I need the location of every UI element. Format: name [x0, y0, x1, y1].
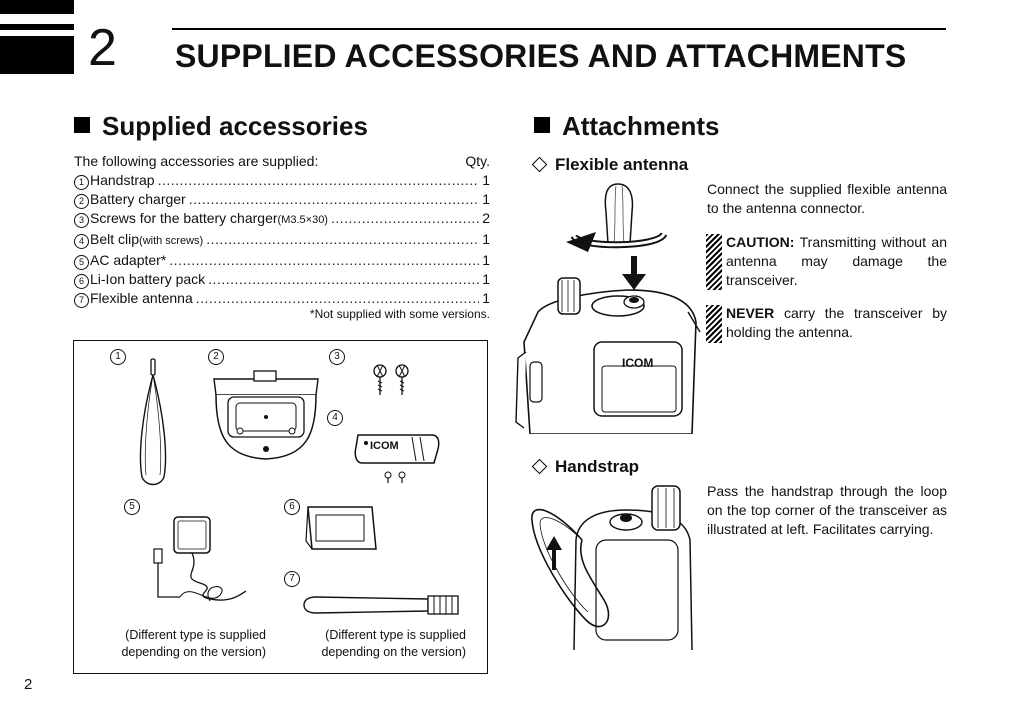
caution-hatch-icon	[706, 234, 722, 290]
warning-hatch-icon	[706, 305, 722, 343]
illustration-label-7: 7	[284, 571, 300, 587]
dot-leader	[331, 209, 479, 228]
item-number: 2	[74, 194, 89, 209]
accessory-list: The following accessories are supplied: …	[74, 152, 490, 308]
belt-clip-drawing	[354, 434, 440, 483]
dot-leader	[206, 230, 479, 249]
illustration-label-6: 6	[284, 499, 300, 515]
illustration-label-3: 3	[329, 349, 345, 365]
chapter-number: 2	[88, 19, 117, 77]
item-number: 4	[74, 234, 89, 249]
section-heading-attachments: Attachments	[534, 110, 719, 142]
item-number: 5	[74, 255, 89, 270]
item-number: 3	[74, 213, 89, 228]
caution-note: CAUTION: Transmitting without an antenna…	[706, 233, 947, 290]
caution-text: Transmitting without an antenna may dama…	[726, 234, 947, 288]
never-body: NEVER carry the transceiver by holding t…	[726, 304, 947, 342]
flexible-antenna-drawing	[303, 595, 459, 615]
header-rule	[172, 28, 946, 30]
list-item: 2 Battery charger 1	[74, 190, 490, 209]
list-item: 5 AC adapter* 1	[74, 251, 490, 270]
battery-charger-drawing	[213, 370, 319, 460]
list-item: 4 Belt clip (with screws) 1	[74, 230, 490, 251]
dot-leader	[196, 289, 479, 308]
item-name: Handstrap	[90, 172, 155, 188]
transceiver-logo: ICOM	[622, 356, 654, 370]
page-title: SUPPLIED ACCESSORIES AND ATTACHMENTS	[175, 38, 907, 74]
subheading-flexible-antenna: Flexible antenna	[530, 154, 688, 176]
handstrap-attach-drawing	[531, 485, 693, 650]
item-number: 1	[74, 175, 89, 190]
illustration-label-2: 2	[208, 349, 224, 365]
list-item: 7 Flexible antenna 1	[74, 289, 490, 308]
section-heading-text: Attachments	[562, 111, 720, 141]
item-qty: 1	[482, 252, 490, 268]
handstrap-text: Pass the handstrap through the loop on t…	[707, 483, 947, 537]
caption-ac-adapter: (Different type is supplied depending on…	[92, 627, 266, 661]
screws-drawing	[373, 364, 409, 395]
item-qty: 1	[482, 271, 490, 287]
item-qty: 1	[482, 172, 490, 188]
belt-clip-logo: ICOM	[370, 440, 399, 452]
list-item: 3 Screws for the battery charger (M3.5×3…	[74, 209, 490, 230]
caption-line: (Different type is supplied	[325, 628, 466, 642]
qty-column-label: Qty.	[465, 153, 490, 169]
ac-adapter-drawing	[153, 516, 247, 602]
item-name: Battery charger	[90, 191, 186, 207]
never-label: NEVER	[726, 305, 775, 321]
section-heading-text: Supplied accessories	[102, 111, 368, 141]
never-text: carry the transceiver by holding the ant…	[726, 305, 947, 340]
caution-label: CAUTION:	[726, 234, 795, 250]
caption-battery-pack: (Different type is supplied depending on…	[292, 627, 466, 661]
section-heading-supplied-accessories: Supplied accessories	[74, 110, 368, 142]
subheading-text: Handstrap	[555, 457, 640, 476]
caution-body: CAUTION: Transmitting without an antenna…	[726, 233, 947, 290]
never-note: NEVER carry the transceiver by holding t…	[706, 304, 947, 343]
subheading-handstrap: Handstrap	[530, 456, 639, 478]
dot-leader	[208, 270, 479, 289]
item-qty: 1	[482, 231, 490, 247]
caption-line: depending on the version)	[121, 645, 266, 659]
item-name: Flexible antenna	[90, 290, 193, 306]
flexible-antenna-text: Connect the supplied flexible antenna to…	[707, 181, 947, 216]
dot-leader	[189, 190, 479, 209]
item-name: Li-Ion battery pack	[90, 271, 206, 287]
list-item: 6 Li-Ion battery pack 1	[74, 270, 490, 289]
item-qty: 1	[482, 191, 490, 207]
item-detail: (M3.5×30)	[277, 214, 328, 226]
illustration-label-5: 5	[124, 499, 140, 515]
antenna-attach-drawing	[515, 183, 701, 434]
accessory-intro: The following accessories are supplied:	[74, 153, 319, 169]
item-name: Belt clip	[90, 231, 140, 247]
caption-line: (Different type is supplied	[125, 628, 266, 642]
dot-leader	[158, 171, 480, 190]
handstrap-drawing	[139, 358, 167, 486]
diamond-bullet-icon	[531, 156, 548, 173]
item-number: 6	[74, 274, 89, 289]
item-qty: 1	[482, 290, 490, 306]
illustration-label-1: 1	[110, 349, 126, 365]
square-bullet-icon	[534, 117, 550, 133]
subheading-text: Flexible antenna	[555, 155, 689, 174]
item-number: 7	[74, 293, 89, 308]
list-item: 1 Handstrap 1	[74, 171, 490, 190]
page-number: 2	[24, 676, 33, 693]
accessory-list-header: The following accessories are supplied: …	[74, 152, 490, 171]
item-qty: 2	[482, 210, 490, 226]
square-bullet-icon	[74, 117, 90, 133]
illustration-label-4: 4	[327, 410, 343, 426]
diamond-bullet-icon	[531, 458, 548, 475]
item-detail: (with screws)	[139, 235, 204, 247]
dot-leader	[169, 251, 479, 270]
chapter-tab-marker	[0, 0, 74, 74]
caption-line: depending on the version)	[321, 645, 466, 659]
accessories-illustration: 1 2 3 4 5 6 7 ICOM	[73, 340, 488, 674]
footnote: *Not supplied with some versions.	[309, 307, 490, 321]
item-name: AC adapter*	[90, 252, 167, 268]
battery-pack-drawing	[305, 506, 377, 550]
item-name: Screws for the battery charger	[90, 210, 278, 226]
